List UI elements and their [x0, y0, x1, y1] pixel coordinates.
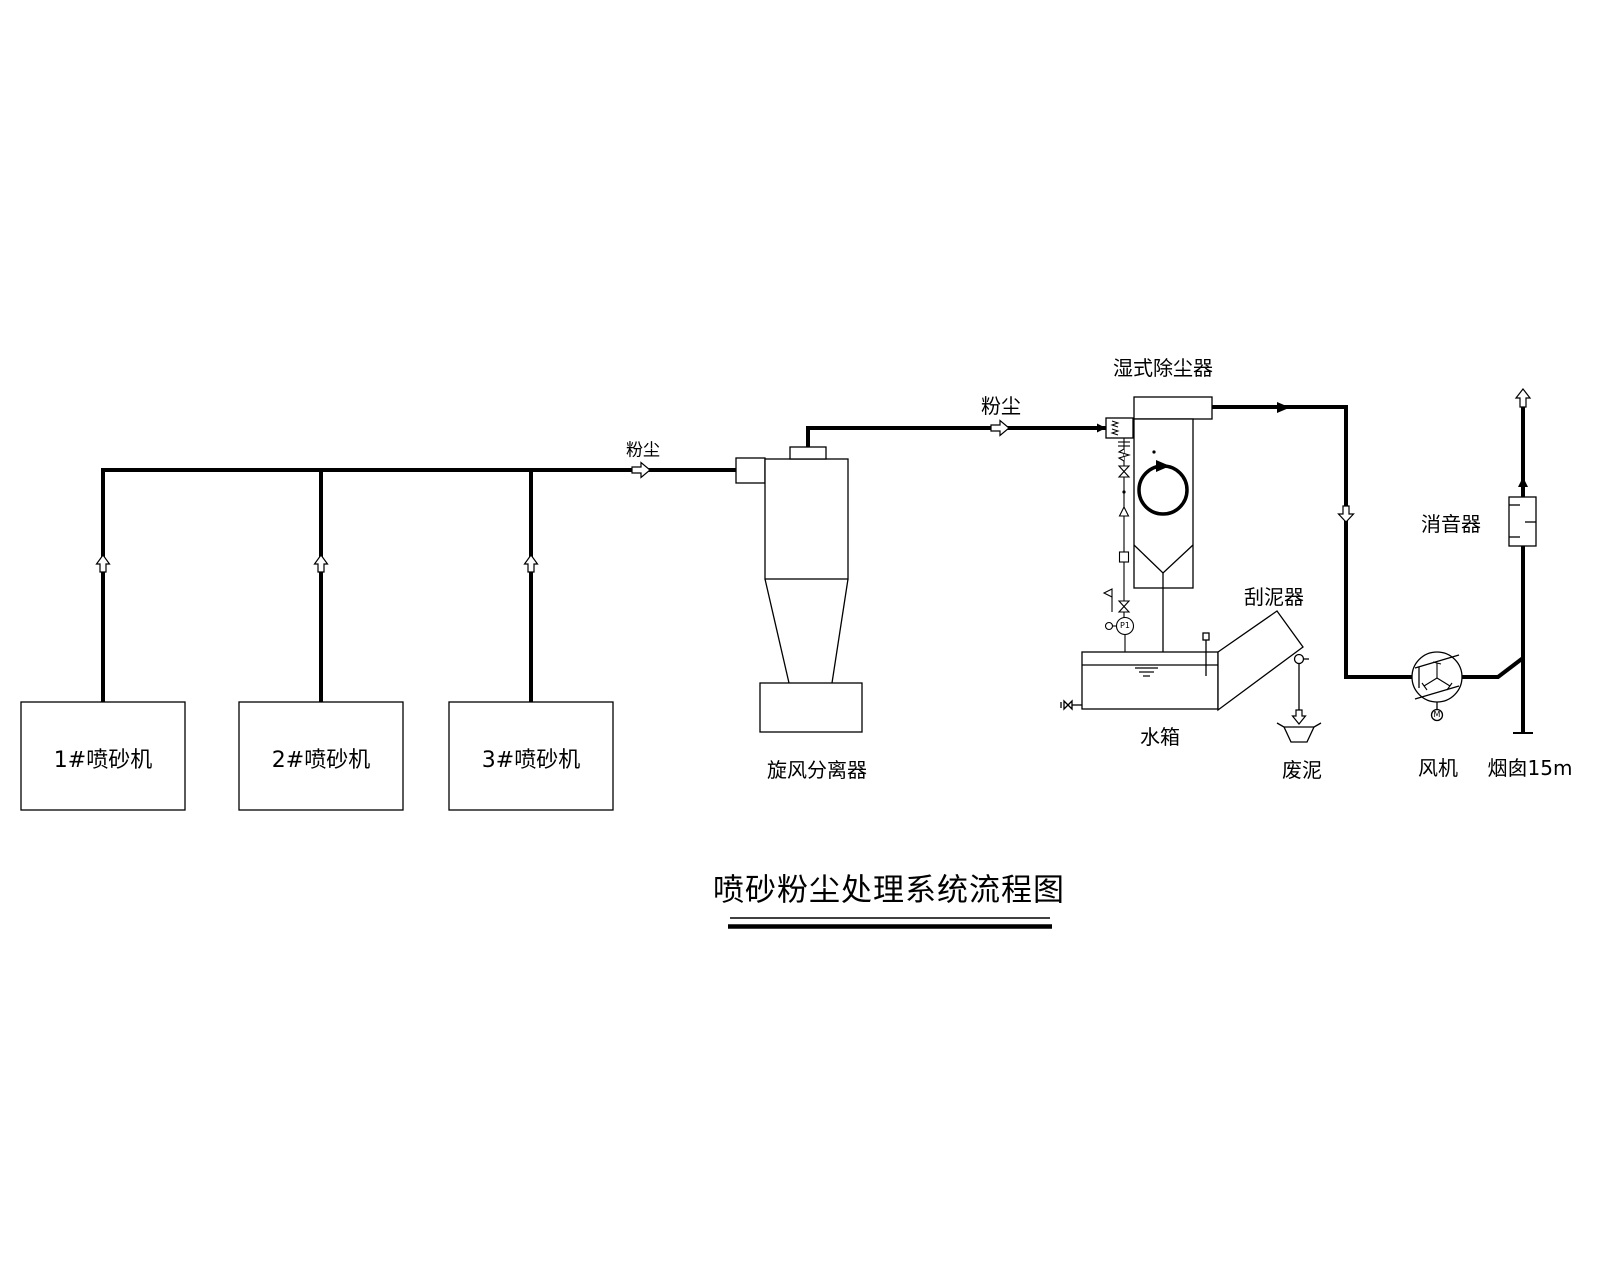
cyclone-outlet-duct	[806, 426, 1106, 447]
cyclone-dust-bin	[759, 682, 863, 733]
flow-arrow-right-icon	[631, 461, 651, 479]
cyclone-top-outlet	[789, 446, 827, 460]
fan-to-chimney-duct	[1462, 656, 1525, 679]
flow-arrow-solid-up-icon	[1518, 477, 1528, 487]
label-chimney: 烟囱15m	[1487, 756, 1573, 780]
motor-tag-text: M	[1433, 710, 1441, 719]
waste-sludge-bin	[1276, 722, 1322, 743]
machine-3-box	[448, 701, 614, 811]
inline-fitting-icon	[1118, 551, 1130, 563]
chimney-stack-line	[1513, 406, 1533, 734]
wet-scrubber-shape	[1105, 396, 1213, 691]
valve-icon	[1117, 600, 1131, 613]
spray-icon	[1110, 420, 1120, 428]
cyclone-inlet-box	[735, 457, 766, 484]
machine-1-box	[20, 701, 186, 811]
check-valve-icon	[1118, 505, 1130, 517]
circulation-pipe	[1102, 438, 1135, 693]
dust-collection-manifold-duct	[101, 468, 736, 702]
pump-tag-text: P1	[1120, 621, 1130, 630]
flow-arrow-right-icon	[990, 419, 1010, 437]
water-tank-box	[1081, 651, 1219, 710]
flex-joint-icon	[1117, 448, 1131, 462]
flow-arrow-solid-right-icon	[1277, 402, 1290, 413]
flow-arrow-solid-right-icon	[1097, 423, 1106, 433]
level-gauge-icon	[1202, 632, 1210, 641]
scraper-conveyor	[1217, 610, 1304, 712]
label-fan: 风机	[1418, 756, 1458, 780]
blasting-machine-boxes	[20, 701, 614, 811]
label-sludge-scraper: 刮泥器	[1244, 585, 1304, 609]
label-machine-3: 3#喷砂机	[481, 748, 581, 773]
label-dust-to-scrubber: 粉尘	[981, 394, 1021, 418]
scrubber-header-box	[1133, 396, 1213, 420]
pump-motor-icon	[1104, 621, 1114, 631]
silencer-shape	[1508, 496, 1537, 547]
title-underline	[728, 917, 1052, 929]
valve-icon	[1117, 465, 1131, 478]
label-water-tank: 水箱	[1140, 725, 1180, 749]
water-level-icon	[1135, 667, 1158, 677]
label-wet-scrubber: 湿式除尘器	[1113, 356, 1213, 380]
flow-arrow-up-icon	[95, 553, 111, 573]
motor-circle-icon	[1430, 708, 1444, 722]
label-machine-1: 1#喷砂机	[53, 748, 153, 773]
label-cyclone: 旋风分离器	[767, 758, 867, 782]
drain-valve-icon	[1063, 699, 1073, 711]
vortex-icon	[1137, 464, 1189, 516]
flow-arrow-down-icon	[1337, 505, 1355, 523]
flow-arrow-down-icon	[1291, 709, 1307, 725]
water-tank-shape	[1060, 632, 1219, 711]
vortex-arrow-icon	[1156, 460, 1170, 472]
fan-shape	[1411, 651, 1463, 722]
page-title: 喷砂粉尘处理系统流程图	[713, 872, 1065, 909]
label-waste-sludge: 废泥	[1282, 758, 1322, 782]
spray-icon	[1110, 428, 1120, 436]
flow-arrow-up-icons	[95, 553, 539, 573]
label-dust-manifold: 粉尘	[626, 440, 660, 461]
cyclone-separator-shape	[735, 446, 863, 733]
machine-2-box	[238, 701, 404, 811]
cyclone-body	[764, 458, 849, 580]
label-machine-2: 2#喷砂机	[271, 748, 371, 773]
flow-arrow-up-icon	[313, 553, 329, 573]
spray-inlet-box	[1105, 417, 1134, 439]
scraper-pulley-icon	[1293, 653, 1305, 665]
label-silencer: 消音器	[1421, 512, 1481, 536]
flow-arrow-up-icon	[523, 553, 539, 573]
impeller-icon	[1421, 661, 1453, 691]
sludge-scraper-shape	[1217, 610, 1322, 743]
exhaust-arrow-up-icon	[1514, 388, 1532, 408]
